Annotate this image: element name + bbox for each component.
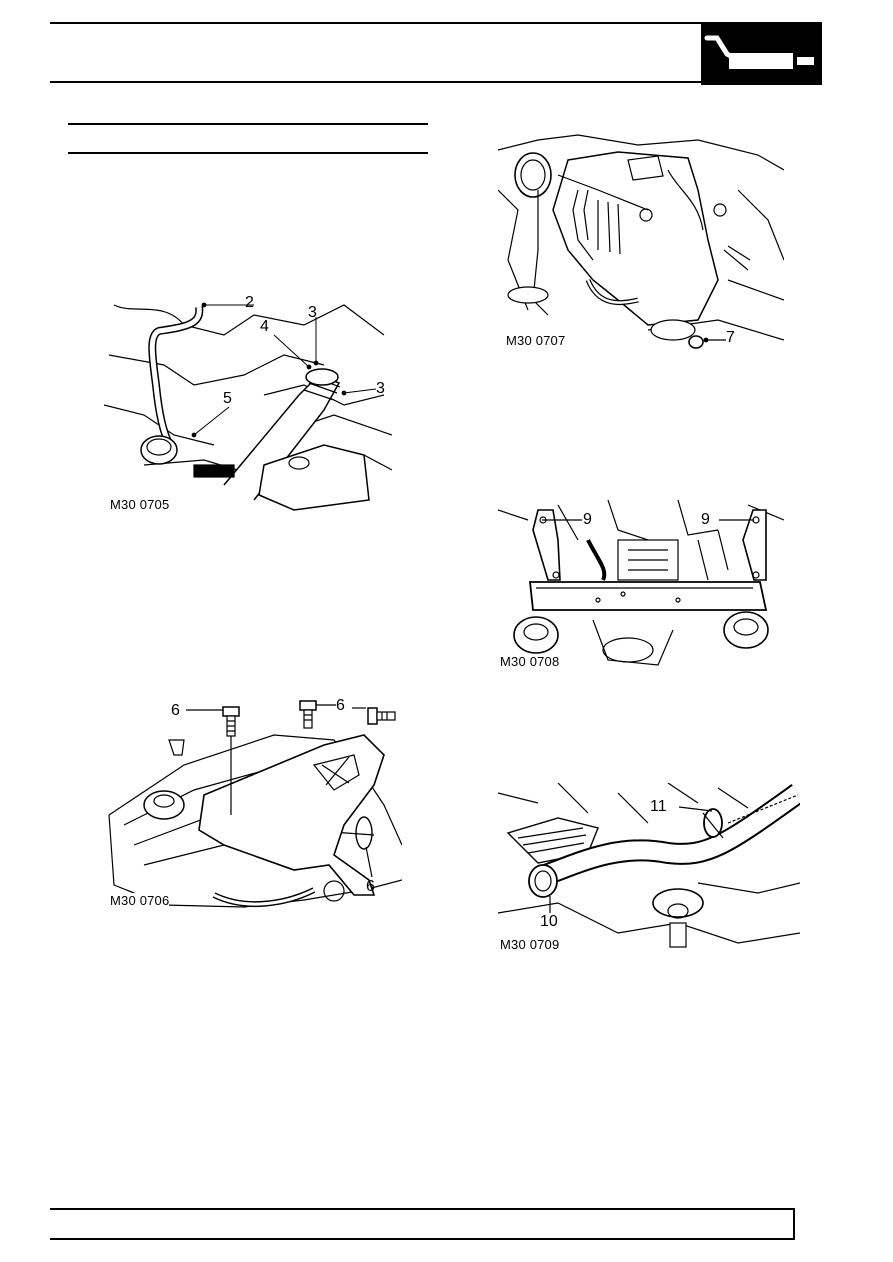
footer-bottom-rule <box>50 1238 795 1240</box>
figure-m30-0708: 9 9 M30 0708 <box>498 500 784 672</box>
turbocharger-illustration <box>498 134 784 349</box>
callout-label: 5 <box>223 390 232 407</box>
figure-m30-0709: 11 10 M30 0709 <box>498 783 800 955</box>
section-tab <box>701 22 822 85</box>
callout-label: 9 <box>583 511 592 528</box>
callout-label: 6 <box>366 878 375 895</box>
figure-code: M30 0707 <box>506 333 566 348</box>
callout-label: 7 <box>726 329 735 346</box>
figure-m30-0707: 7 M30 0707 <box>498 130 784 352</box>
callout-label: 6 <box>336 697 345 714</box>
footer-right-rule <box>793 1208 795 1240</box>
figure-code: M30 0706 <box>110 893 170 908</box>
exhaust-pipe-illustration <box>498 783 800 948</box>
footer-top-rule <box>50 1208 795 1210</box>
callout-label: 3 <box>376 380 385 397</box>
callout-label: 2 <box>245 295 254 311</box>
crossmember-illustration <box>498 500 784 666</box>
figure-code: M30 0705 <box>110 497 170 512</box>
figure-m30-0706: 6 6 6 M30 0706 <box>104 695 402 913</box>
callout-label: 11 <box>650 798 667 815</box>
title-rule-upper <box>68 123 428 125</box>
callout-label: 4 <box>260 318 269 335</box>
engine-cover-illustration <box>108 700 402 908</box>
figure-m30-0705: 2 3 4 3 5 M30 0705 <box>104 295 392 513</box>
exhaust-pipe-icon <box>704 35 814 69</box>
callout-label: 3 <box>308 304 317 321</box>
callout-label: 10 <box>540 913 558 930</box>
callout-label: 6 <box>171 702 180 719</box>
title-rule-lower <box>68 152 428 154</box>
header-bottom-rule <box>50 81 702 83</box>
callout-label: 9 <box>701 511 710 528</box>
figure-code: M30 0709 <box>500 937 560 952</box>
header-top-rule <box>50 22 702 24</box>
engine-hose-illustration <box>104 295 392 513</box>
figure-code: M30 0708 <box>500 654 560 669</box>
